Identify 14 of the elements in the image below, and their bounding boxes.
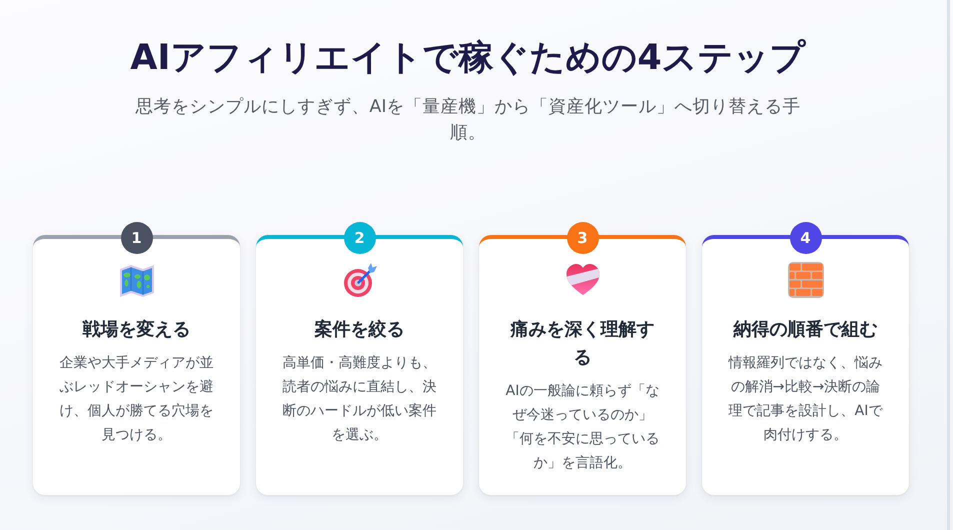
- step-heading: 案件を絞る: [314, 318, 404, 342]
- step-description: 企業や大手メディアが並ぶレッドオーシャンを避け、個人が勝てる穴場を見つける。: [58, 354, 214, 445]
- step-number-badge: 1: [120, 222, 152, 254]
- title: AIアフィリエイトで稼ぐための4ステップ: [130, 37, 806, 80]
- step-description: AIの一般論に頼らず「なぜ今迷っているのか」「何を不安に思っているか」を言語化。: [504, 382, 660, 473]
- step-number-badge: 2: [344, 222, 376, 254]
- step-heading: 納得の順番で組む: [734, 318, 878, 342]
- step-heading: 痛みを深く理解する: [509, 318, 656, 370]
- step-heading: 戦場を変える: [82, 318, 190, 342]
- step-description: 情報羅列ではなく、悩みの解消→比較→決断の論理で記事を設計し、AIで肉付けする。: [727, 354, 884, 445]
- subtitle: 思考をシンプルにしすぎず、AIを「量産機」から「資産化ツール」へ切り替える手順。: [134, 96, 802, 145]
- step-number-badge: 3: [566, 222, 598, 254]
- step-description: 高単価・高難度よりも、読者の悩みに直結し、決断のハードルが低い案件を選ぶ。: [282, 354, 438, 445]
- step-number-badge: 4: [790, 222, 822, 254]
